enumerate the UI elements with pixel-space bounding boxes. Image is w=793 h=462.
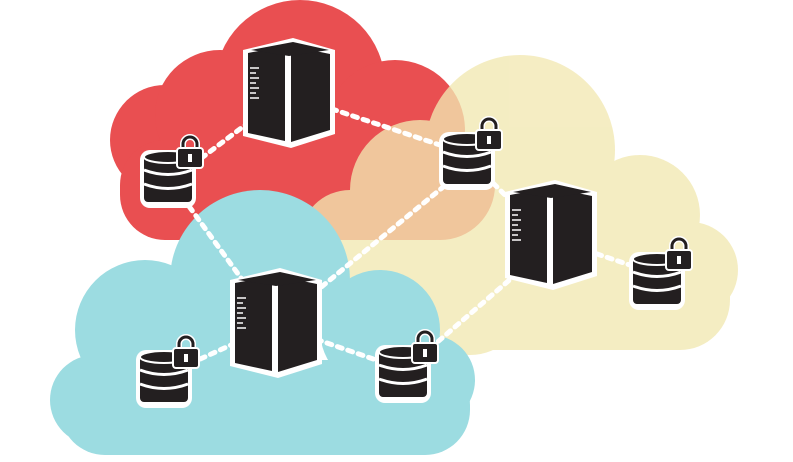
database-icon [439, 116, 503, 190]
database-icon [629, 236, 693, 310]
lock-icon [172, 334, 200, 369]
server-icon [230, 268, 322, 378]
database-icon [140, 134, 204, 208]
server-icon [505, 180, 597, 290]
lock-icon [475, 116, 503, 151]
lock-icon [665, 236, 693, 271]
lock-icon [176, 134, 204, 169]
server-icon [243, 38, 335, 148]
lock-icon [411, 329, 439, 364]
database-icon [136, 334, 200, 408]
database-icon [375, 329, 439, 403]
